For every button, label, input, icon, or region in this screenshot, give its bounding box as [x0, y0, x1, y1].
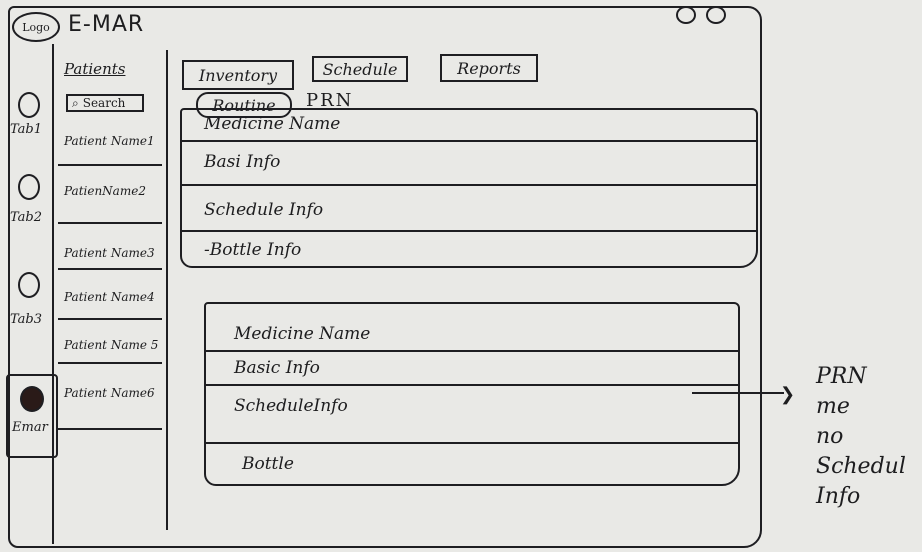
emar-icon — [20, 386, 44, 412]
schedule-info-row: Schedule Info — [182, 186, 756, 232]
tab3-label[interactable]: Tab3 — [10, 312, 43, 327]
arrow-head-icon: ❯ — [780, 384, 796, 405]
tab2-label[interactable]: Tab2 — [10, 210, 43, 225]
medicine-name-row: Medicine Name — [206, 316, 738, 352]
patient-item[interactable]: Patient Name3 — [58, 224, 162, 270]
schedule-info-row: ScheduleInfo — [206, 386, 738, 444]
patient-item[interactable]: Patient Name 5 — [58, 320, 162, 364]
app-logo: Logo — [12, 12, 60, 42]
note-line: no — [816, 424, 844, 449]
note-line: Schedul — [816, 454, 906, 479]
tab-rail: Tab1 Tab2 Tab3 Emar — [6, 44, 58, 544]
app-window — [8, 6, 762, 548]
patient-item[interactable]: PatienName2 — [58, 166, 162, 224]
annotation-note: PRN me no Schedul Info — [816, 362, 916, 512]
tab1-icon[interactable] — [18, 92, 40, 118]
tab2-icon[interactable] — [18, 174, 40, 200]
note-line: Info — [816, 484, 861, 509]
note-line: me — [816, 394, 850, 419]
emar-tab[interactable]: Emar — [6, 374, 58, 458]
tab3-icon[interactable] — [18, 272, 40, 298]
bottle-row: Bottle — [242, 454, 294, 474]
bottle-info-row: -Bottle Info — [204, 240, 302, 260]
patients-heading: Patients — [64, 60, 126, 78]
emar-label: Emar — [12, 420, 48, 435]
routine-medicine-card: Medicine Name Basi Info Schedule Info -B… — [180, 108, 758, 268]
patient-item[interactable]: Patient Name4 — [58, 270, 162, 320]
patient-item[interactable]: Patient Name6 — [58, 364, 162, 430]
medicine-name-row: Medicine Name — [182, 114, 756, 142]
patient-item[interactable]: Patient Name1 — [58, 124, 162, 166]
basic-info-row: Basic Info — [206, 352, 738, 386]
patients-panel: Patients ⌕ Search Patient Name1 PatienNa… — [58, 50, 168, 530]
tab-schedule[interactable]: Schedule — [312, 56, 408, 82]
basic-info-row: Basi Info — [182, 142, 756, 186]
tab-prn[interactable]: PRN — [306, 90, 354, 111]
prn-medicine-card: Medicine Name Basic Info ScheduleInfo Bo… — [204, 302, 740, 486]
note-line: PRN — [816, 364, 867, 389]
search-label: Search — [82, 96, 126, 110]
minimize-icon[interactable] — [676, 6, 696, 24]
tab-inventory[interactable]: Inventory — [182, 60, 294, 90]
search-icon: ⌕ — [72, 95, 79, 110]
app-title: E-MAR — [68, 12, 145, 37]
annotation-arrow — [692, 392, 784, 394]
tab-reports[interactable]: Reports — [440, 54, 538, 82]
search-input[interactable]: ⌕ Search — [66, 94, 144, 112]
tab1-label[interactable]: Tab1 — [10, 122, 43, 137]
close-icon[interactable] — [706, 6, 726, 24]
